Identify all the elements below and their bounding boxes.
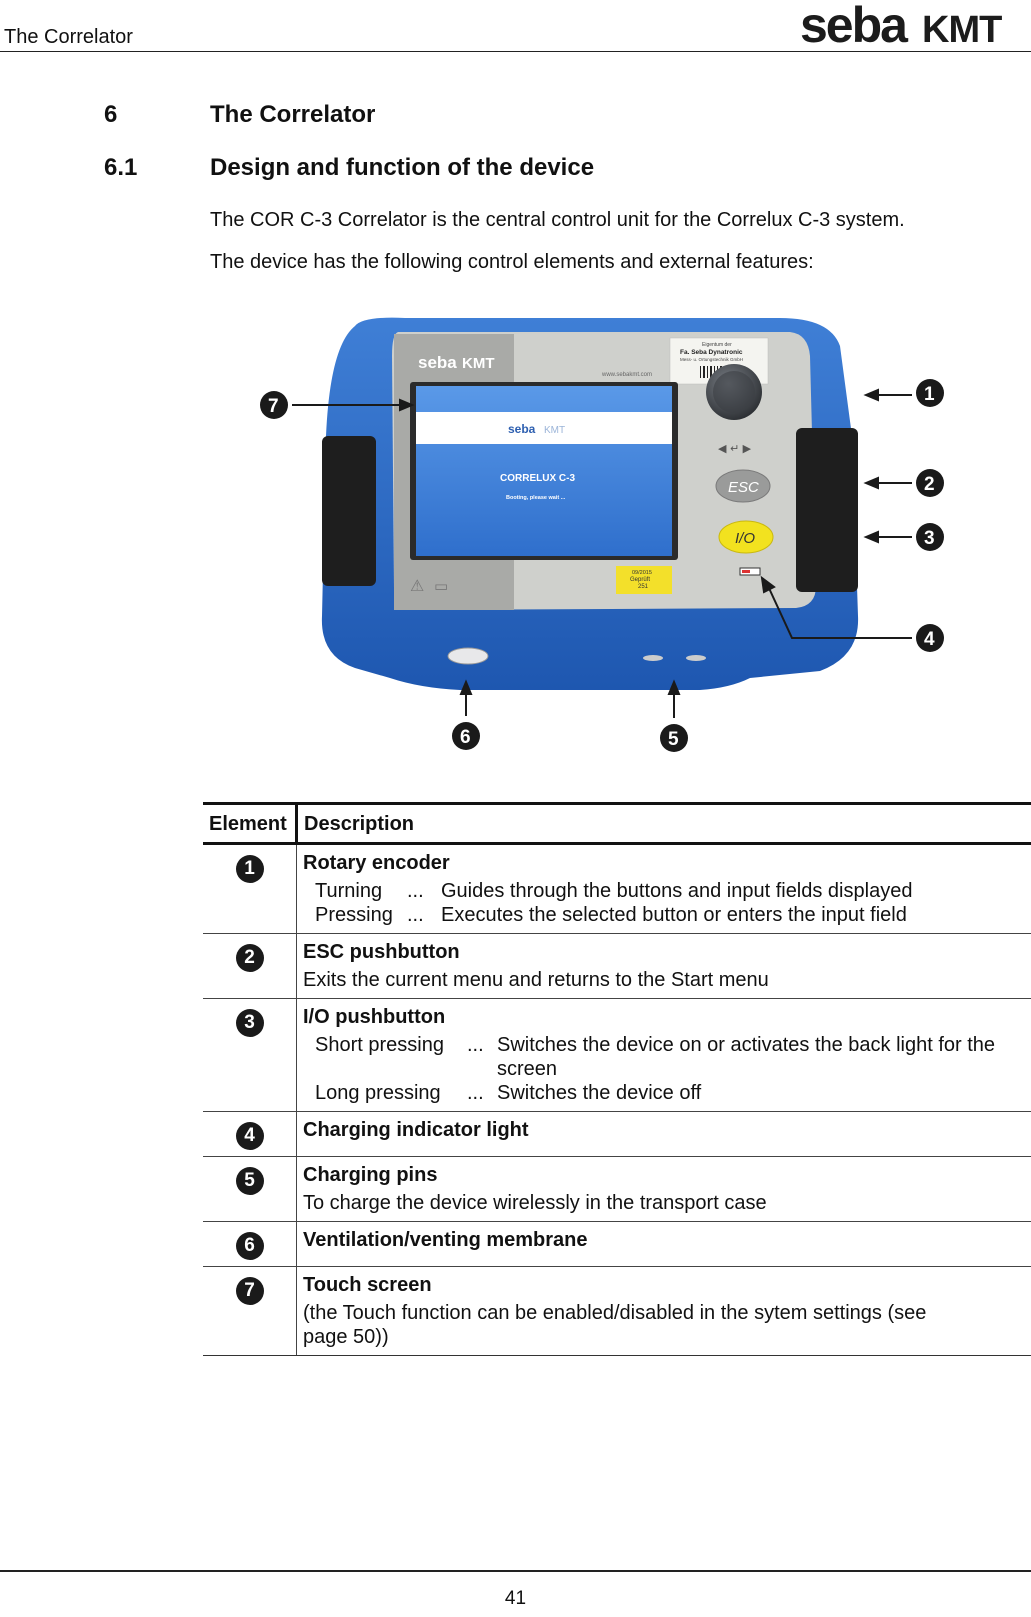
- screen-header-band: [416, 412, 672, 444]
- detail-label: Turning: [315, 880, 383, 902]
- callout-5: 5: [660, 724, 688, 752]
- detail-text: Executes the selected button or enters t…: [441, 904, 907, 926]
- detail-text: Switches the device off: [497, 1082, 702, 1104]
- detail-sep: ...: [407, 904, 424, 926]
- owner-label-line2: Fa. Seba Dynatronic: [680, 349, 743, 356]
- detail-sep: ...: [467, 1034, 484, 1056]
- subsection-number: 6.1: [104, 154, 138, 181]
- esc-button-label: ESC: [728, 479, 759, 496]
- device-screen: [416, 386, 672, 556]
- manual-book-icon: ▭: [434, 577, 448, 595]
- nav-arrows-icon: ◀ ↵ ▶: [718, 442, 752, 455]
- detail-text: Switches the device on or activates the …: [497, 1034, 996, 1080]
- element-text: Exits the current menu and returns to th…: [303, 969, 769, 991]
- callout-2: 2: [916, 469, 944, 497]
- right-strap: [796, 428, 858, 592]
- detail-label: Short pressing: [315, 1034, 444, 1056]
- screen-title: CORRELUX C-3: [500, 473, 575, 484]
- table-row: 4 Charging indicator light: [203, 1111, 1031, 1157]
- table-row: 7 Touch screen (the Touch function can b…: [203, 1266, 1031, 1356]
- section-title: The Correlator: [210, 101, 376, 128]
- detail-text: Guides through the buttons and input fie…: [441, 880, 913, 902]
- element-number-badge: 6: [235, 1232, 264, 1260]
- header-rule: [0, 51, 1031, 52]
- callout-3: 3: [916, 523, 944, 551]
- page-number: 41: [504, 1588, 527, 1609]
- sticker-line2: Geprüft: [630, 577, 650, 583]
- footer-rule: [0, 1570, 1031, 1572]
- element-number-badge: 5: [235, 1167, 264, 1195]
- device-brand-kmt: KMT: [462, 355, 495, 372]
- charging-pin-b: [686, 655, 706, 661]
- element-text: To charge the device wirelessly in the t…: [303, 1192, 767, 1214]
- callout-7: 7: [260, 391, 288, 419]
- element-text: (the Touch function can be enabled/disab…: [303, 1302, 927, 1348]
- element-title: Rotary encoder: [303, 852, 450, 874]
- device-brand-seba: seba: [418, 353, 457, 372]
- svg-text:6: 6: [460, 727, 471, 748]
- svg-text:4: 4: [924, 629, 935, 650]
- table-row: 2 ESC pushbutton Exits the current menu …: [203, 933, 1031, 999]
- screen-status: Booting, please wait ...: [506, 495, 566, 501]
- table-header-row: Element Description: [203, 802, 1031, 845]
- logo-text-seba: seba: [800, 0, 909, 50]
- charging-pin-a: [643, 655, 663, 661]
- callout-arrows: [292, 388, 912, 718]
- svg-text:7: 7: [268, 396, 279, 417]
- venting-membrane: [447, 647, 489, 665]
- callout-6: 6: [452, 722, 480, 750]
- element-title: Charging pins: [303, 1164, 438, 1186]
- sticker-line1: 09/2015: [632, 570, 652, 576]
- table-row: 6 Ventilation/venting membrane: [203, 1221, 1031, 1267]
- io-pushbutton: [718, 520, 774, 554]
- io-button-label: I/O: [735, 530, 755, 547]
- element-title: Charging indicator light: [303, 1119, 529, 1141]
- features-paragraph: The device has the following control ele…: [210, 251, 814, 273]
- col-header-description: Description: [296, 802, 1031, 845]
- element-title: I/O pushbutton: [303, 1006, 446, 1028]
- sebakmt-logo: seba KMT: [800, 0, 1003, 50]
- col-header-element: Element: [203, 802, 298, 845]
- svg-text:3: 3: [924, 528, 935, 549]
- callout-4: 4: [916, 624, 944, 652]
- element-title: Ventilation/venting membrane: [303, 1229, 588, 1251]
- element-number-badge: 4: [235, 1122, 264, 1150]
- element-title: ESC pushbutton: [303, 941, 460, 963]
- svg-text:5: 5: [668, 729, 679, 750]
- element-description-table: Element Description 1 Rotary encoder Tur…: [203, 802, 1031, 1356]
- detail-sep: ...: [407, 880, 424, 902]
- logo-text-kmt: KMT: [922, 9, 1002, 50]
- svg-text:2: 2: [924, 474, 935, 495]
- esc-pushbutton: [715, 469, 771, 503]
- device-url: www.sebakmt.com: [601, 372, 652, 378]
- element-title: Touch screen: [303, 1274, 432, 1296]
- detail-list: Turning ... Guides through the buttons a…: [303, 879, 1025, 927]
- screen-brand-seba: seba: [508, 422, 536, 436]
- detail-label: Long pressing: [315, 1082, 441, 1104]
- table-row: 3 I/O pushbutton Short pressing ... Swit…: [203, 998, 1031, 1112]
- running-header-title: The Correlator: [4, 26, 133, 48]
- inspection-sticker: [616, 566, 672, 594]
- sticker-line3: 251: [638, 584, 649, 590]
- subsection-title: Design and function of the device: [210, 154, 595, 181]
- table-row: 5 Charging pins To charge the device wir…: [203, 1156, 1031, 1222]
- section-number: 6: [104, 101, 118, 128]
- element-number-badge: 3: [235, 1009, 264, 1037]
- owner-label-line3: Mess- u. Ortungstechnik GmbH: [680, 357, 743, 362]
- detail-sep: ...: [467, 1082, 484, 1104]
- owner-label-line1: Eigentum der: [702, 342, 732, 348]
- left-strap: [322, 436, 376, 586]
- warning-icon: ⚠: [410, 576, 424, 595]
- element-number-badge: 1: [235, 855, 264, 883]
- device-figure: seba KMT www.sebakmt.com Eigentum der Fa…: [260, 317, 944, 752]
- detail-list: Short pressing ... Switches the device o…: [303, 1033, 1025, 1105]
- intro-paragraph: The COR C-3 Correlator is the central co…: [210, 209, 905, 231]
- detail-label: Pressing: [315, 904, 393, 926]
- element-number-badge: 7: [235, 1277, 264, 1305]
- table-row: 1 Rotary encoder Turning ... Guides thro…: [203, 843, 1031, 934]
- screen-brand-kmt: KMT: [544, 425, 565, 436]
- svg-text:1: 1: [924, 384, 935, 405]
- element-number-badge: 2: [235, 944, 264, 972]
- callout-1: 1: [916, 379, 944, 407]
